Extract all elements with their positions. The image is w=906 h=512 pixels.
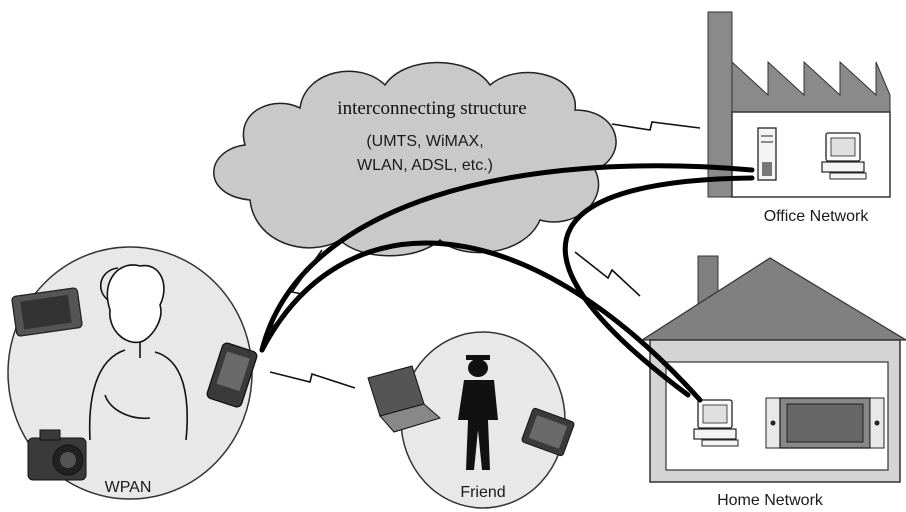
link-office-to-home [562,175,755,398]
person-silhouette-icon [458,355,498,470]
home-network-label: Home Network [717,492,824,509]
cloud-title: interconnecting structure [337,98,526,119]
laptop-icon [367,365,442,433]
desktop-computer-icon [821,132,867,180]
interconnecting-cloud: interconnecting structure (UMTS, WiMAX, … [213,61,617,257]
cloud-tech-line1: (UMTS, WiMAX, [366,133,483,150]
wireless-link-icon [269,371,356,389]
wireless-link-icon [574,251,641,297]
tablet-icon [521,407,575,457]
desktop-computer-icon [693,399,739,447]
server-icon [757,127,777,181]
flat-screen-tv-icon [765,397,885,449]
wpan-label: WPAN [105,479,152,496]
office-network-label: Office Network [764,208,870,225]
pda-icon [11,287,83,337]
wireless-link-icon [611,121,701,131]
camera-icon [27,429,87,481]
wireless-link-icon [267,249,323,333]
friend-label: Friend [460,484,505,501]
cloud-tech-line2: WLAN, ADSL, etc.) [357,157,493,174]
link-wpan-to-office [259,163,755,353]
smartphone-icon [206,342,258,408]
woman-icon [88,264,188,441]
